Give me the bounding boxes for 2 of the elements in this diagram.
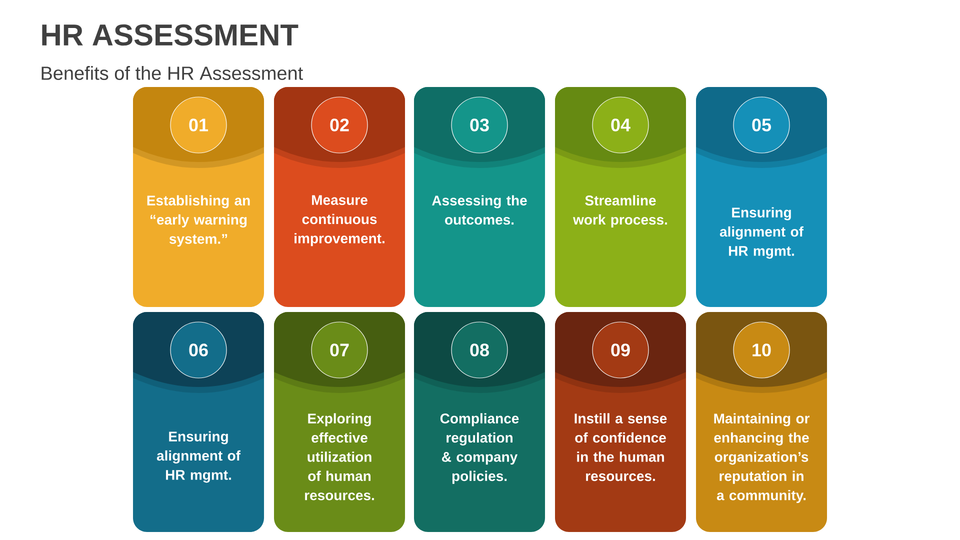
title: HR ASSESSMENT bbox=[42, 24, 298, 46]
subtitle: Benefits of the HR Assessment bbox=[42, 66, 303, 80]
